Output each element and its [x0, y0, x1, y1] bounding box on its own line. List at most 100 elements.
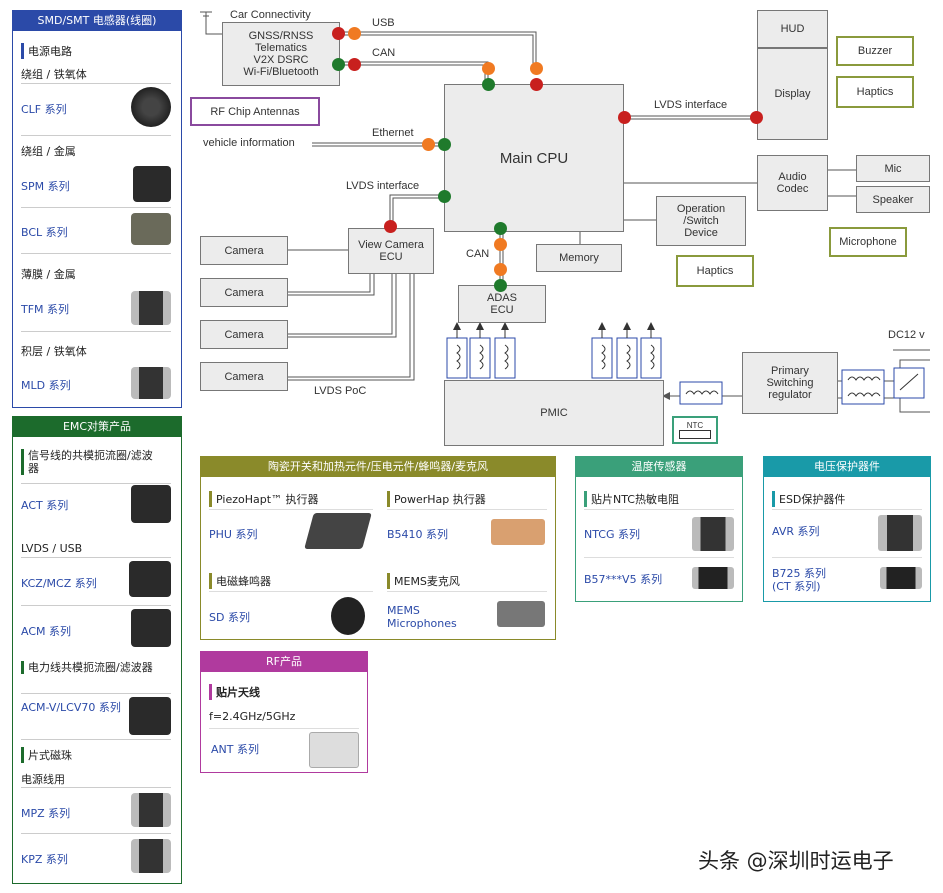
lvds-interface-right-label: LVDS interface [654, 99, 728, 111]
group-power-line-common-mode: 电力线共模扼流圈/滤波器 [21, 661, 158, 674]
haptics-top-box[interactable]: Haptics [836, 76, 914, 108]
group-chip-bead: 片式磁珠 [21, 747, 72, 763]
link-ntcg-series[interactable]: NTCG 系列 [584, 528, 641, 541]
dot-usb-cpu-r [530, 78, 543, 91]
link-act-series[interactable]: ACT 系列 [21, 499, 69, 512]
label-winding-ferrite: 绕组 / 铁氧体 [21, 68, 87, 81]
primary-regulator-box: Primary Switching regulator [742, 352, 838, 414]
usb-label: USB [372, 17, 395, 29]
connectivity-box: GNSS/RNSS Telematics V2X DSRC Wi-Fi/Blue… [222, 22, 340, 86]
mld-product-image [131, 367, 171, 399]
esd-title: ESD保护器件 [772, 491, 845, 507]
rf-chip-antennas-box[interactable]: RF Chip Antennas [190, 97, 320, 126]
acm-product-image [131, 609, 171, 647]
temp-card-header: 温度传感器 [576, 457, 742, 477]
link-b5410-series[interactable]: B5410 系列 [387, 528, 449, 541]
dot-can-cpu-o [482, 62, 495, 75]
kpz-product-image [131, 839, 171, 873]
buzzer-box[interactable]: Buzzer [836, 36, 914, 66]
label-winding-metal: 绕组 / 金属 [21, 145, 76, 158]
link-phu-series[interactable]: PHU 系列 [209, 528, 258, 541]
b57-product-image [692, 567, 734, 589]
dot-viewcam-r [384, 220, 397, 233]
bcl-product-image [131, 213, 171, 245]
kcz-product-image [129, 561, 171, 597]
car-connectivity-label: Car Connectivity [230, 9, 311, 21]
dot-lvds-right-display [750, 111, 763, 124]
link-acmv-series[interactable]: ACM-V/LCV70 系列 [21, 701, 121, 714]
mems-title: MEMS麦克风 [387, 573, 460, 589]
link-bcl-series[interactable]: BCL 系列 [21, 226, 68, 239]
ntcg-product-image [692, 517, 734, 551]
link-mems-microphones[interactable]: MEMS Microphones [387, 604, 457, 630]
audio-codec-box: Audio Codec [757, 155, 828, 211]
gnss-label: GNSS/RNSS [248, 30, 314, 42]
dot-can-mid [348, 58, 361, 71]
dot-can-adas-o1 [494, 238, 507, 251]
link-mpz-series[interactable]: MPZ 系列 [21, 807, 71, 820]
dot-usb-cpu-o [530, 62, 543, 75]
label-multilayer-ferrite: 积层 / 铁氧体 [21, 345, 87, 358]
watermark-text: 头条 @深圳时运电子 [698, 849, 894, 873]
voltage-card-header: 电压保护器件 [764, 457, 930, 477]
link-ant-series[interactable]: ANT 系列 [211, 743, 259, 756]
link-b57-series[interactable]: B57***V5 系列 [584, 573, 663, 586]
link-b725-series[interactable]: B725 系列 (CT 系列) [772, 567, 827, 593]
link-acm-series[interactable]: ACM 系列 [21, 625, 71, 638]
haptics-mid-box[interactable]: Haptics [676, 255, 754, 287]
link-clf-series[interactable]: CLF 系列 [21, 103, 67, 116]
adas-ecu-box: ADAS ECU [458, 285, 546, 323]
sd-product-image [331, 597, 365, 635]
ntc-thermistor-title: 贴片NTC热敏电阻 [584, 491, 679, 507]
label-lvds-usb: LVDS / USB [21, 542, 83, 555]
camera-box-1: Camera [200, 236, 288, 265]
rf-card-header: RF产品 [201, 652, 367, 672]
emc-panel-header: EMC对策产品 [13, 417, 181, 437]
link-spm-series[interactable]: SPM 系列 [21, 180, 70, 193]
v2x-label: V2X DSRC [253, 54, 309, 66]
vehicle-info-label: vehicle information [203, 137, 295, 149]
ntc-label: NTC [686, 421, 704, 430]
hud-box: HUD [757, 10, 828, 48]
display-box: Display [757, 48, 828, 140]
main-cpu-box: Main CPU [444, 84, 624, 232]
dot-usb-mid [348, 27, 361, 40]
camera-box-4: Camera [200, 362, 288, 391]
dot-can-source [332, 58, 345, 71]
frequency-label: f=2.4GHz/5GHz [209, 710, 296, 723]
memory-box: Memory [536, 244, 622, 272]
b725-product-image [880, 567, 922, 589]
b5410-product-image [491, 519, 545, 545]
ceramic-card-header: 陶瓷开关和加热元件/压电元件/蜂鸣器/麦克风 [201, 457, 555, 477]
dot-can-adas-g1 [494, 222, 507, 235]
mic-box: Mic [856, 155, 930, 182]
microphone-box[interactable]: Microphone [829, 227, 907, 257]
smd-inductor-panel: SMD/SMT 电感器(线圈) 电源电路 绕组 / 铁氧体 CLF 系列 绕组 … [12, 10, 182, 408]
mpz-product-image [131, 793, 171, 827]
temp-sensor-card: 温度传感器 贴片NTC热敏电阻 NTCG 系列 B57***V5 系列 [575, 456, 743, 602]
camera-box-3: Camera [200, 320, 288, 349]
link-tfm-series[interactable]: TFM 系列 [21, 303, 70, 316]
camera-box-2: Camera [200, 278, 288, 307]
voltage-protection-card: 电压保护器件 ESD保护器件 AVR 系列 B725 系列 (CT 系列) [763, 456, 931, 602]
link-kcz-series[interactable]: KCZ/MCZ 系列 [21, 577, 97, 590]
ceramic-card: 陶瓷开关和加热元件/压电元件/蜂鸣器/麦克风 PiezoHapt™ 执行器 PH… [200, 456, 556, 640]
can-mid-label: CAN [466, 248, 490, 260]
link-mld-series[interactable]: MLD 系列 [21, 379, 71, 392]
act-product-image [131, 485, 171, 523]
tfm-product-image [131, 291, 171, 325]
ntc-symbol [679, 430, 711, 439]
can-top-label: CAN [372, 47, 396, 59]
smd-panel-header: SMD/SMT 电感器(线圈) [13, 11, 181, 31]
label-power-line: 电源线用 [21, 773, 65, 786]
link-kpz-series[interactable]: KPZ 系列 [21, 853, 68, 866]
view-camera-ecu-box: View Camera ECU [348, 228, 434, 274]
buzzer-title: 电磁蜂鸣器 [209, 573, 271, 589]
link-sd-series[interactable]: SD 系列 [209, 611, 250, 624]
label-thinfilm-metal: 薄膜 / 金属 [21, 268, 76, 281]
group-signal-common-mode: 信号线的共模扼流圈/滤波器 [21, 449, 158, 475]
piezohapt-title: PiezoHapt™ 执行器 [209, 491, 319, 507]
dot-usb-source [332, 27, 345, 40]
link-avr-series[interactable]: AVR 系列 [772, 525, 820, 538]
